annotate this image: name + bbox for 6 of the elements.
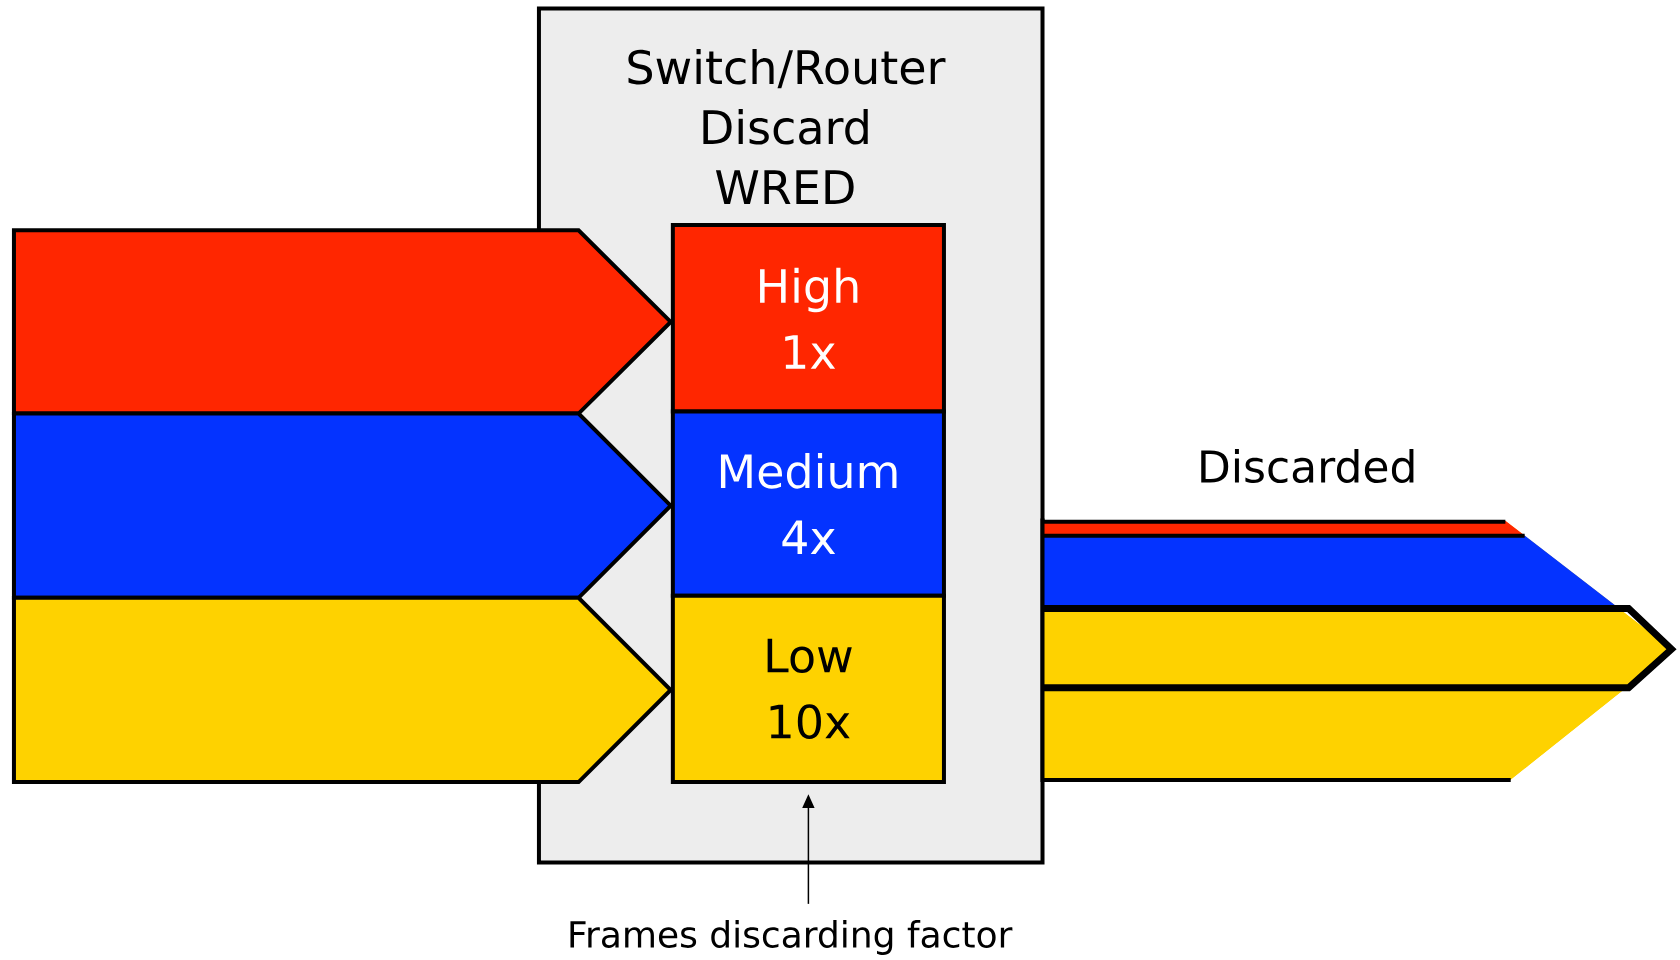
- caption-text: Frames discarding factor: [570, 920, 1013, 955]
- level-box: High 1x: [670, 223, 946, 414]
- beside-label: Discarded: [1201, 449, 1414, 484]
- level-box: Medium 4x: [670, 409, 946, 598]
- level-box: Low 10x: [670, 593, 946, 785]
- arrow-shape: [1040, 518, 1677, 783]
